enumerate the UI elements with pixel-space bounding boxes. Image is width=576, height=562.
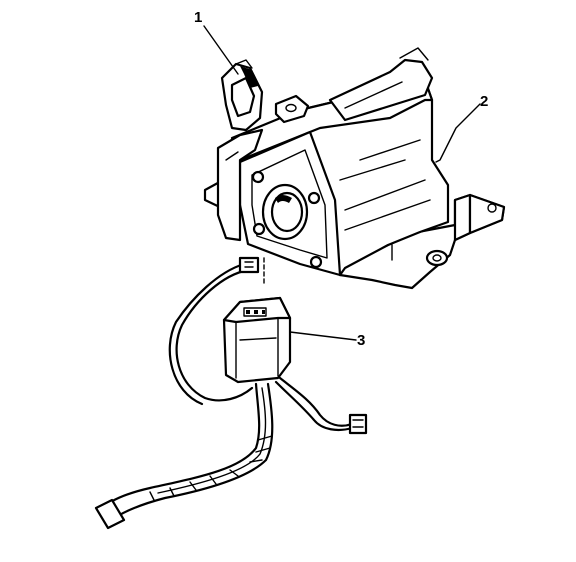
mounting-bracket [203,171,506,290]
lock-housing [216,47,450,277]
callout-2-label: 2 [480,93,488,110]
lock-pawl-lever [220,59,310,132]
callout-1-label: 1 [194,9,202,26]
callout-3-label: 3 [357,332,365,349]
ignition-switch-module [222,296,292,384]
wiring-harness [94,256,368,530]
callout-leaders [203,25,481,341]
